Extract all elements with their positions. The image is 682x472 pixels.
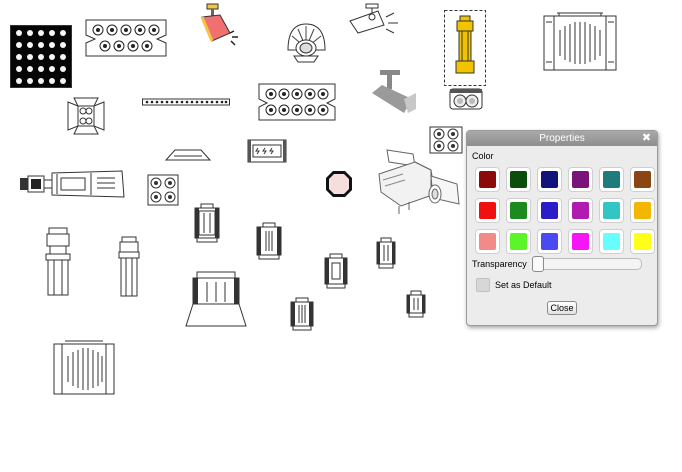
color-swatch[interactable]: [568, 167, 593, 192]
color-swatch[interactable]: [568, 229, 593, 254]
slider-handle[interactable]: [531, 256, 544, 272]
ellipsoidal-profile-icon[interactable]: [375, 148, 465, 218]
set-default-checkbox[interactable]: [476, 278, 490, 292]
color-swatch-fill: [479, 171, 496, 188]
color-swatch[interactable]: [475, 229, 500, 254]
10-lamp-bar-icon[interactable]: [258, 83, 336, 121]
moving-spot-icon[interactable]: [348, 3, 404, 37]
color-swatch[interactable]: [506, 198, 531, 223]
par-fan-icon[interactable]: [284, 20, 329, 64]
color-swatch-fill: [603, 233, 620, 250]
properties-dialog: Properties ✖ Color Transparency Set as D…: [466, 130, 658, 326]
color-swatch-fill: [479, 202, 496, 219]
quad-par-icon[interactable]: [429, 126, 463, 154]
color-swatch-fill: [510, 233, 527, 250]
color-swatch[interactable]: [475, 198, 500, 223]
color-swatch[interactable]: [475, 167, 500, 192]
amplifier-rack-icon[interactable]: [543, 12, 617, 72]
barn-door-fresnel-icon[interactable]: [66, 96, 106, 136]
color-swatch[interactable]: [537, 167, 562, 192]
color-swatch-fill: [541, 171, 558, 188]
projector-gray-icon[interactable]: [370, 69, 418, 115]
dialog-title: Properties: [539, 133, 585, 144]
color-swatch[interactable]: [630, 198, 655, 223]
color-swatch-fill: [634, 233, 651, 250]
moving-head-small-icon[interactable]: [193, 203, 221, 243]
follow-spot-icon[interactable]: [19, 170, 125, 198]
led-matrix-panel-icon[interactable]: [10, 25, 72, 88]
octagon-par-icon[interactable]: [325, 170, 353, 198]
color-swatch-fill: [634, 202, 651, 219]
color-swatch-fill: [572, 202, 589, 219]
color-swatch-fill: [603, 202, 620, 219]
close-button[interactable]: Close: [547, 301, 577, 315]
transparency-slider[interactable]: [531, 256, 642, 272]
twin-light-icon[interactable]: [449, 88, 483, 110]
led-strip-bar-icon[interactable]: [142, 98, 230, 106]
color-swatch[interactable]: [537, 229, 562, 254]
color-swatch-fill: [572, 171, 589, 188]
color-swatch-grid: [475, 167, 655, 254]
color-swatch[interactable]: [599, 229, 624, 254]
color-swatch-fill: [510, 202, 527, 219]
moving-head-icon[interactable]: [44, 227, 72, 297]
color-swatch-fill: [572, 233, 589, 250]
moving-head-small-icon-2[interactable]: [255, 222, 283, 260]
set-default-label: Set as Default: [495, 280, 552, 290]
color-swatch-fill: [479, 233, 496, 250]
color-swatch[interactable]: [568, 198, 593, 223]
moving-head-small-icon-3[interactable]: [323, 253, 349, 289]
color-swatch[interactable]: [630, 167, 655, 192]
selected-par-yellow-icon[interactable]: [444, 10, 486, 86]
color-swatch[interactable]: [599, 167, 624, 192]
strobe-box-icon[interactable]: [247, 139, 287, 163]
color-swatch-fill: [634, 171, 651, 188]
color-swatch-fill: [603, 171, 620, 188]
moving-head-small-icon-4[interactable]: [375, 237, 397, 269]
transparency-label: Transparency: [472, 259, 527, 269]
color-swatch-fill: [541, 233, 558, 250]
color-swatch-fill: [510, 171, 527, 188]
moving-head-small-icon-5[interactable]: [289, 297, 315, 331]
close-icon[interactable]: ✖: [641, 132, 652, 144]
speaker-cabinet-icon[interactable]: [53, 340, 115, 396]
moving-head-small-icon-6[interactable]: [405, 290, 427, 318]
color-swatch[interactable]: [630, 229, 655, 254]
dialog-titlebar[interactable]: Properties ✖: [467, 131, 657, 146]
color-swatch-fill: [541, 202, 558, 219]
color-swatch[interactable]: [506, 167, 531, 192]
color-label: Color: [472, 151, 494, 161]
color-swatch[interactable]: [599, 198, 624, 223]
batten-light-icon[interactable]: [164, 149, 212, 161]
color-swatch[interactable]: [506, 229, 531, 254]
color-swatch[interactable]: [537, 198, 562, 223]
fog-machine-icon[interactable]: [185, 270, 247, 328]
6-lamp-bar-icon[interactable]: [85, 19, 167, 57]
spotlight-red-icon[interactable]: [196, 3, 242, 51]
moving-head-icon-2[interactable]: [118, 236, 140, 298]
quad-par-icon-2[interactable]: [147, 174, 179, 206]
